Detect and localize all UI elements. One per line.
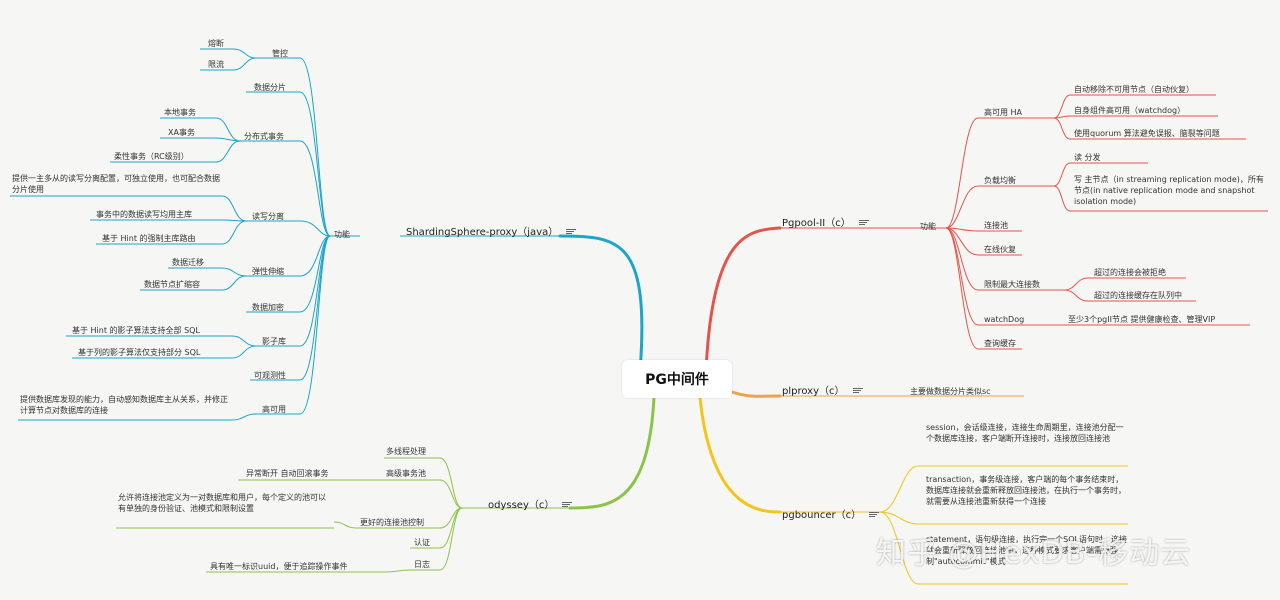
sharding-manage-limit[interactable]: 限流 [208, 60, 224, 69]
watermark: 知乎 @HexDB-移动云 [876, 536, 1192, 571]
sharding-rw-hint[interactable]: 基于 Hint 的强制主库路由 [102, 234, 196, 243]
pgpool-ha-watchdog[interactable]: 自身组件高可用（watchdog） [1074, 106, 1186, 115]
sharding-tx[interactable]: 分布式事务 [244, 132, 284, 141]
pgpool-limit[interactable]: 限制最大连接数 [984, 280, 1040, 289]
sharding-shadow-hint[interactable]: 基于 Hint 的影子算法支持全部 SQL [72, 326, 200, 335]
sharding-ha[interactable]: 高可用 [262, 405, 286, 414]
sharding-tx-xa[interactable]: XA事务 [168, 128, 195, 137]
pgpool-func[interactable]: 功能 [920, 222, 936, 231]
pgpool-lb[interactable]: 负载均衡 [984, 176, 1016, 185]
pgbouncer-transaction[interactable]: transaction，事务级连接，客户端的每个事务结束时，数据库连接就会重新释… [926, 475, 1126, 506]
pgbouncer-session[interactable]: session，会话级连接，连接生命周期里，连接池分配一个数据库连接，客户端断开… [926, 423, 1124, 443]
pgpool-online[interactable]: 在线伙复 [984, 245, 1016, 254]
central-topic-label: PG中间件 [645, 372, 709, 388]
pgpool-ha[interactable]: 高可用 HA [984, 108, 1023, 117]
sharding-manage-fuse[interactable]: 熔断 [208, 39, 224, 48]
sharding-scale-migrate[interactable]: 数据迁移 [172, 258, 204, 267]
plproxy-desc[interactable]: 主要做数据分片类似sc [910, 387, 991, 396]
odyssey-poolctrl[interactable]: 更好的连接池控制 [360, 518, 424, 527]
sharding-manage[interactable]: 管控 [272, 49, 288, 58]
odyssey-multithread[interactable]: 多线程处理 [386, 447, 426, 456]
odyssey-auth[interactable]: 认证 [414, 538, 430, 547]
sharding-rw-tx[interactable]: 事务中的数据读写均用主库 [96, 210, 192, 219]
branch-title: plproxy（c） [782, 386, 845, 397]
odyssey-txpool-rollback[interactable]: 异常断开 自动回滚事务 [246, 469, 329, 478]
branch-title: pgbouncer（c） [782, 510, 862, 521]
sharding-tx-local[interactable]: 本地事务 [164, 108, 196, 117]
odyssey-poolctrl-desc[interactable]: 允许将连接池定义为一对数据库和用户，每个定义的池可以有单独的身份验证、池模式和限… [118, 493, 326, 513]
branch-title: ShardingSphere-proxy（java） [406, 227, 559, 238]
note-icon [869, 511, 880, 519]
sharding-scale[interactable]: 弹性伸缩 [252, 267, 284, 276]
pgpool-lb-write[interactable]: 写 主节点（in streaming replication mode)，所有节… [1074, 175, 1264, 206]
sharding-obs[interactable]: 可观测性 [254, 371, 286, 380]
odyssey-log-uuid[interactable]: 具有唯一标识uuid，便于追踪操作事件 [210, 562, 348, 571]
pgpool-cache[interactable]: 查询缓存 [984, 339, 1016, 348]
pgpool-limit-queue[interactable]: 超过的连接缓存在队列中 [1094, 291, 1182, 300]
note-icon [852, 387, 863, 395]
pgpool-wd[interactable]: watchDog [984, 315, 1025, 324]
sharding-enc[interactable]: 数据加密 [252, 303, 284, 312]
pgpool-limit-reject[interactable]: 超过的连接会被拒绝 [1094, 268, 1166, 277]
pgbouncer-statement[interactable]: statement，语句级连接，执行完一个SQL语句时，连接就会重新释放回连接池… [926, 535, 1128, 566]
branch-title: Pgpool-II（c） [782, 218, 851, 229]
sharding-func[interactable]: 功能 [334, 230, 350, 239]
pgpool-lb-read[interactable]: 读 分发 [1074, 153, 1101, 162]
pgpool-wd-desc[interactable]: 至少3个pgII节点 提供健康检查、管理VIP [1068, 315, 1216, 324]
sharding-shadow-column[interactable]: 基于列的影子算法仅支持部分 SQL [78, 348, 201, 357]
sharding-rw-desc[interactable]: 提供一主多从的读写分离配置，可独立使用，也可配合数据分片使用 [12, 174, 220, 194]
branch-title: odyssey（c） [488, 500, 555, 511]
branch-pgpool[interactable]: Pgpool-II（c） [782, 214, 869, 229]
branch-plproxy[interactable]: plproxy（c） [782, 382, 863, 397]
sharding-scale-nodes[interactable]: 数据节点扩缩容 [144, 280, 200, 289]
sharding-tx-flex[interactable]: 柔性事务（RC级别） [114, 152, 189, 161]
sharding-shadow[interactable]: 影子库 [262, 337, 286, 346]
central-topic[interactable]: PG中间件 [622, 360, 732, 398]
odyssey-txpool[interactable]: 高级事务池 [386, 469, 426, 478]
sharding-rw[interactable]: 读写分离 [252, 212, 284, 221]
pgpool-pool[interactable]: 连接池 [984, 221, 1008, 230]
branch-odyssey[interactable]: odyssey（c） [488, 496, 573, 511]
branch-pgbouncer[interactable]: pgbouncer（c） [782, 506, 880, 521]
note-icon [562, 501, 573, 509]
sharding-split[interactable]: 数据分片 [254, 83, 286, 92]
note-icon [858, 219, 869, 227]
branch-shardingsphere[interactable]: ShardingSphere-proxy（java） [406, 223, 577, 238]
sharding-ha-desc[interactable]: 提供数据库发现的能力，自动感知数据库主从关系，并修正计算节点对数据库的连接 [20, 395, 228, 415]
pgpool-ha-remove[interactable]: 自动移除不可用节点（自动伙复） [1074, 85, 1194, 94]
pgpool-ha-quorum[interactable]: 使用quorum 算法避免误报、脑裂等问题 [1074, 129, 1220, 138]
note-icon [566, 228, 577, 236]
odyssey-log[interactable]: 日志 [414, 560, 430, 569]
